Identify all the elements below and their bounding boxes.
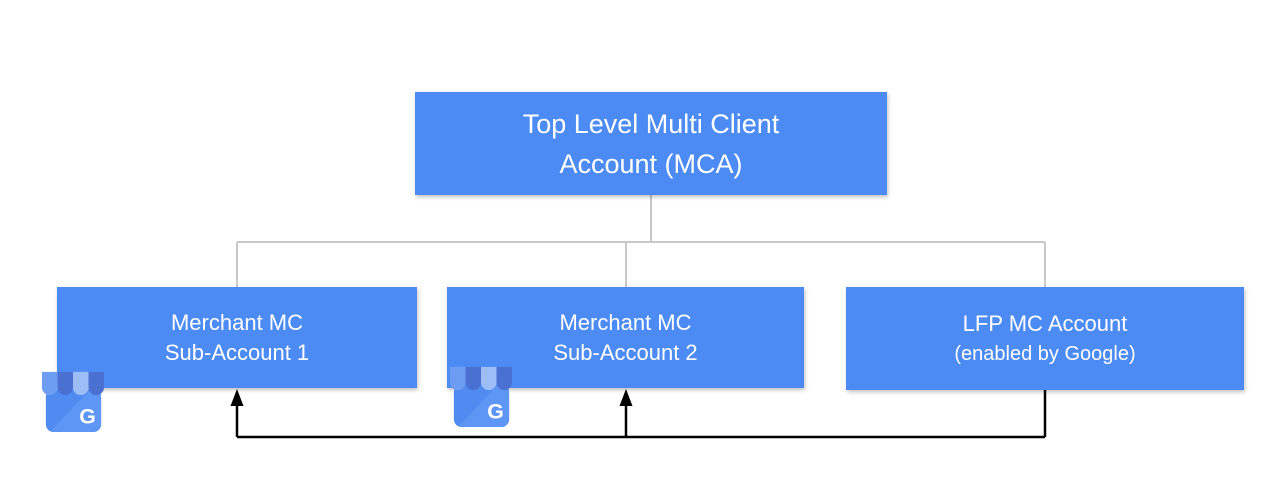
node-label-line: Sub-Account 1 — [164, 339, 310, 365]
tree-connectors — [236, 195, 1046, 287]
google-my-business-icon — [38, 368, 108, 432]
node-label-line: Merchant MC — [559, 309, 692, 335]
node-top-level-mca: Top Level Multi Client Account (MCA) — [415, 92, 887, 195]
node-label-line: Top Level Multi Client — [522, 108, 780, 139]
google-my-business-icon — [446, 363, 516, 427]
node-lfp-mc-account: LFP MC Account (enabled by Google) — [846, 287, 1244, 390]
node-label-line: LFP MC Account — [962, 310, 1128, 336]
node-label-line: Merchant MC — [170, 309, 304, 335]
node-label-line: (enabled by Google) — [954, 342, 1136, 365]
lfp-arrows — [235, 390, 1047, 439]
arrowheads — [230, 389, 633, 406]
node-merchant-sub-account-1: Merchant MC Sub-Account 1 — [57, 287, 417, 388]
node-label-line: Account (MCA) — [559, 148, 743, 179]
node-label-line: Sub-Account 2 — [553, 339, 698, 365]
